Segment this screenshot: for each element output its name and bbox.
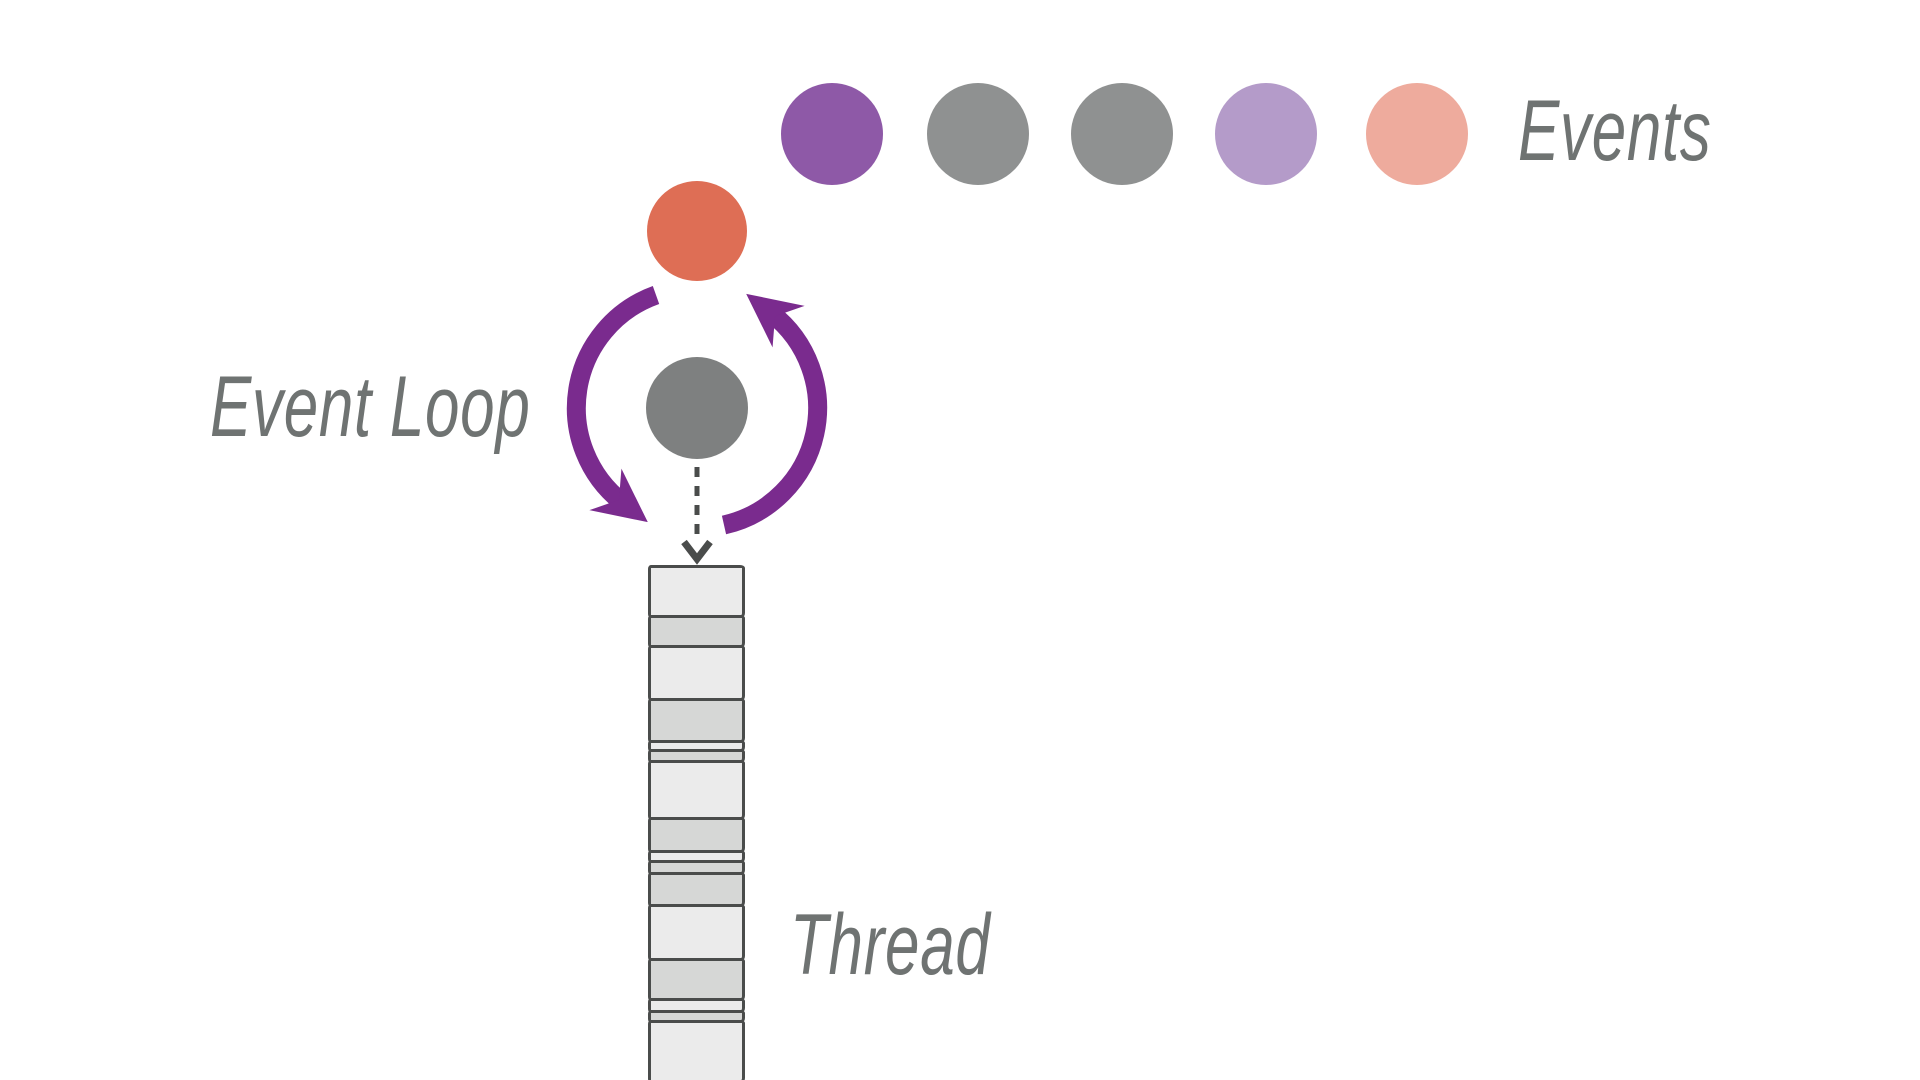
event-circle-3	[1071, 83, 1173, 185]
active-event-circle	[647, 181, 747, 281]
thread-stack-segment-7	[648, 760, 745, 820]
thread-stack-segment-1	[648, 565, 745, 618]
thread-stack-segment-2	[648, 615, 745, 648]
thread-label: Thread	[790, 897, 991, 993]
event-loop-label: Event Loop	[210, 359, 531, 455]
event-loop-arrow-left-icon	[566, 286, 660, 523]
event-circle-4	[1215, 83, 1317, 185]
event-loop-center-circle	[646, 357, 748, 459]
thread-stack-segment-4	[648, 698, 745, 743]
event-loop-arrow-right-icon	[721, 293, 828, 535]
thread-stack	[648, 565, 745, 1080]
event-circle-1	[781, 83, 883, 185]
thread-stack-segment-8	[648, 817, 745, 853]
thread-stack-segment-12	[648, 904, 745, 961]
thread-stack-segment-3	[648, 645, 745, 701]
events-label: Events	[1518, 83, 1712, 179]
thread-stack-segment-13	[648, 958, 745, 1001]
thread-stack-segment-11	[648, 872, 745, 907]
dispatch-arrowhead-icon	[681, 539, 713, 565]
event-circle-5	[1366, 83, 1468, 185]
thread-stack-segment-16	[648, 1020, 745, 1080]
event-circle-2	[927, 83, 1029, 185]
